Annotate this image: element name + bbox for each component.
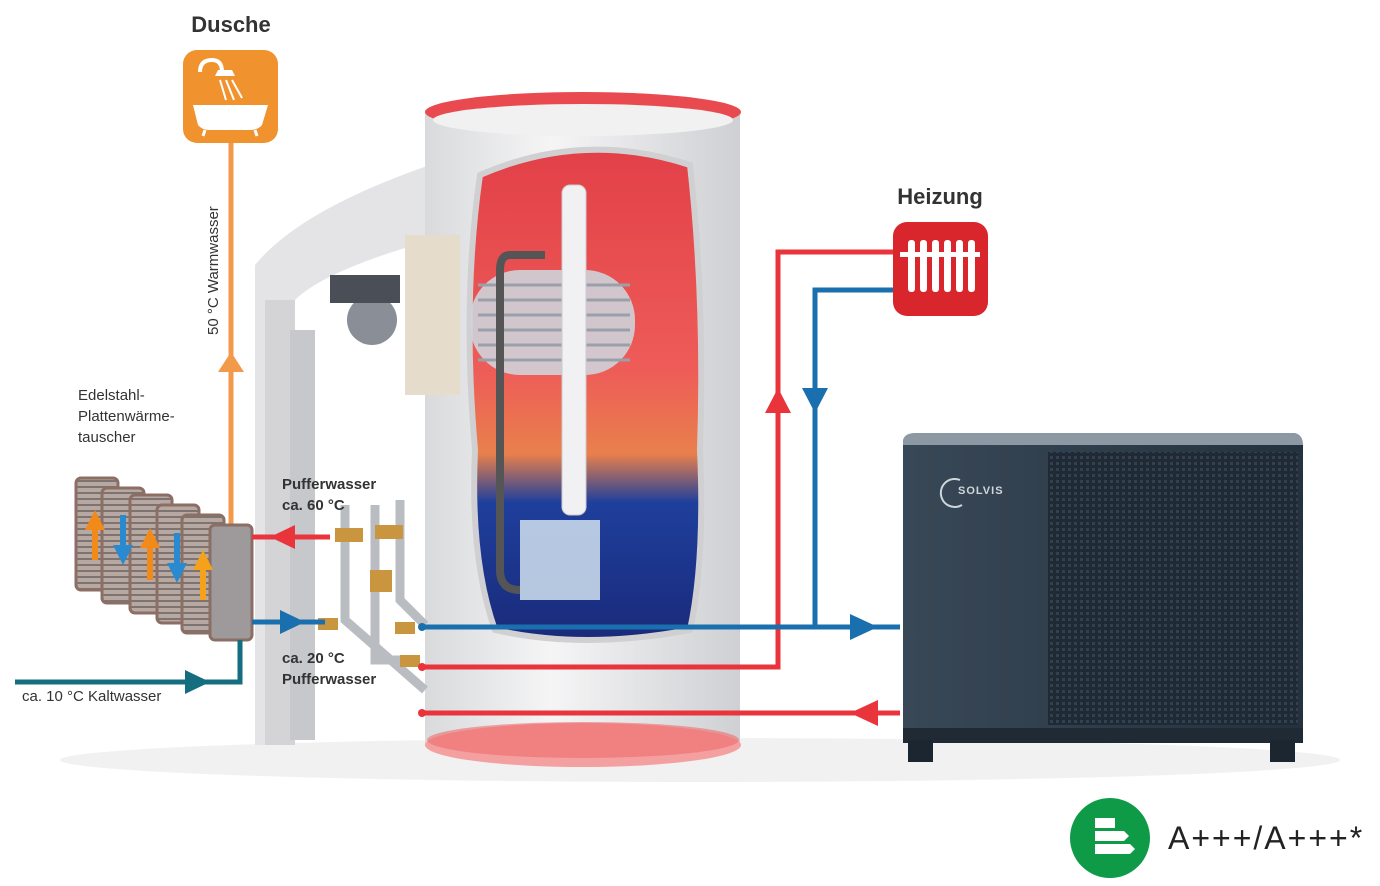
shower-title: Dusche [191, 12, 271, 37]
exchanger-label-line: Edelstahl- [78, 387, 145, 404]
radiator-icon [893, 222, 988, 316]
buffer-hot-label: Pufferwasser ca. 60 °C [282, 474, 376, 516]
cold-water-pipe [15, 640, 243, 685]
brand-logo: SOLVIS [958, 485, 1004, 497]
heating-circuit [420, 249, 900, 716]
plate-heat-exchanger [74, 476, 254, 642]
buffer-hot-label-line: ca. 60 °C [282, 497, 345, 514]
warm-water-label: 50 °C Warmwasser [205, 206, 222, 335]
shower-bathtub-icon [183, 50, 278, 143]
buffer-tank [318, 92, 741, 767]
cold-water-label: ca. 10 °C Kaltwasser [22, 688, 162, 705]
arrow-up-hot [765, 388, 791, 413]
arrow-right-buffer-cold [280, 610, 305, 634]
exchanger-label: Edelstahl- Plattenwärme- tauscher [78, 385, 175, 448]
arrow-right-cold [850, 614, 878, 640]
arrow-down-cold [802, 388, 828, 413]
buffer-cold-label: ca. 20 °C Pufferwasser [282, 648, 376, 690]
arrow-right-cold-water [185, 670, 210, 694]
exchanger-label-line: Plattenwärme- [78, 408, 175, 425]
floor-shadow [60, 738, 1340, 782]
arrow-left-buffer-hot [270, 525, 295, 549]
energy-label-icon [1070, 798, 1150, 878]
buffer-cold-label-line: Pufferwasser [282, 671, 377, 688]
energy-rating: A+++/A+++* [1168, 820, 1365, 856]
exchanger-label-line: tauscher [78, 429, 136, 446]
arrow-left-hot [850, 700, 878, 726]
buffer-hot-label-line: Pufferwasser [282, 476, 377, 493]
buffer-cold-label-line: ca. 20 °C [282, 650, 345, 667]
arrow-up-warm [218, 352, 244, 372]
heating-title: Heizung [897, 184, 983, 209]
heat-pump-outdoor-unit [903, 433, 1303, 762]
